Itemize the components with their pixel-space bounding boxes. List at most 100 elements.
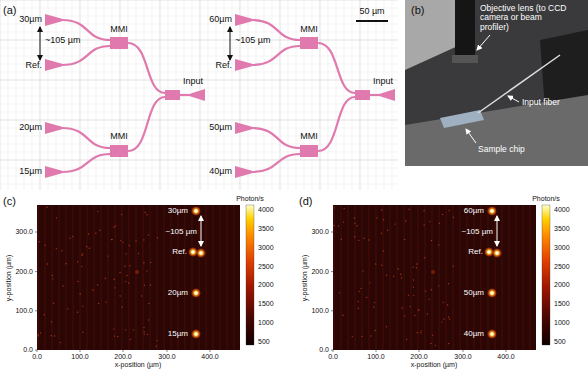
photo-ground [405, 0, 588, 166]
stripe [375, 205, 377, 350]
noise-dot [424, 257, 425, 258]
noise-dot [453, 265, 454, 266]
stripe [459, 205, 461, 350]
grid-line [232, 0, 233, 190]
stripe [382, 205, 384, 350]
grid-line [216, 0, 217, 190]
noise-dot [333, 225, 334, 226]
stripe [135, 205, 137, 350]
noise-dot [431, 240, 432, 241]
noise-dot [368, 239, 369, 240]
grid-line [160, 0, 161, 190]
noise-dot [356, 225, 357, 226]
stripe [93, 205, 95, 350]
taper [45, 59, 62, 71]
noise-dot [428, 299, 429, 300]
noise-dot [359, 291, 360, 292]
axis-tick-label: 100.0 [71, 353, 89, 361]
noise-dot [144, 333, 145, 334]
stripe [58, 205, 60, 350]
noise-dot [61, 250, 62, 251]
port-label: Ref. [25, 61, 42, 71]
stripe [515, 205, 517, 350]
stripe [163, 205, 165, 350]
noise-dot [108, 255, 109, 256]
grid-line [48, 0, 49, 190]
grid-line [0, 8, 398, 9]
noise-dot [401, 307, 402, 308]
grid-line [344, 0, 345, 190]
grid-line [0, 48, 398, 49]
port-label: Input [373, 77, 393, 87]
noise-dot [115, 287, 116, 288]
component-label: MMI [110, 132, 128, 142]
noise-dot [148, 319, 149, 320]
noise-dot [381, 233, 382, 234]
noise-dot [105, 301, 106, 302]
spot-glow [487, 206, 497, 216]
colorbar-tick: 3500 [258, 225, 274, 233]
spot-core [194, 291, 197, 294]
noise-dot [52, 275, 53, 276]
mmi-coupler [300, 145, 318, 157]
noise-dot [448, 283, 449, 284]
noise-dot [376, 217, 377, 218]
stripe [100, 205, 102, 350]
waveguide [318, 97, 355, 151]
noise-dot [119, 295, 120, 296]
axis-tick-label: 200.0 [114, 353, 132, 361]
noise-dot [97, 284, 98, 285]
grid-line [352, 0, 353, 190]
noise-dot [121, 306, 122, 307]
waveguide [252, 154, 300, 172]
noise-dot [114, 335, 115, 336]
noise-dot [360, 288, 361, 289]
port-label: 15µm [19, 167, 42, 177]
noise-dot [427, 313, 428, 314]
noise-dot [126, 275, 127, 276]
scale-bar [356, 20, 388, 22]
noise-dot [374, 302, 375, 303]
panel-ground [0, 0, 398, 190]
spot-glow [487, 288, 497, 298]
noise-dot [111, 239, 112, 240]
axis-title: x-position (µm) [411, 361, 457, 369]
layout-panel [0, 0, 398, 190]
noise-dot [119, 272, 120, 273]
waveguide [370, 94, 380, 96]
grid-line [152, 0, 153, 190]
grid-line [0, 112, 398, 113]
grid-line [144, 0, 145, 190]
taper [45, 14, 62, 26]
grid-line [0, 168, 398, 169]
axis-tick-label: 0.0 [328, 353, 338, 361]
noise-dot [77, 312, 78, 313]
intensity-map [331, 205, 550, 352]
taper [45, 166, 62, 178]
noise-dot [423, 210, 424, 211]
noise-dot [408, 209, 409, 210]
noise-dot [421, 330, 422, 331]
noise-dot [453, 217, 454, 218]
axis-tick [210, 350, 211, 352]
noise-dot [141, 295, 142, 296]
noise-dot [374, 330, 375, 331]
axis-tick [37, 350, 38, 352]
noise-dot [366, 297, 367, 298]
port-label: 60µm [209, 15, 232, 25]
photo-label: Input fiber [522, 98, 560, 107]
noise-dot [343, 208, 344, 209]
axis-tick-label: 400.0 [201, 353, 219, 361]
noise-dot [54, 335, 55, 336]
panel-letter: (d) [299, 195, 312, 207]
port-label: 50µm [209, 123, 232, 133]
noise-dot [334, 207, 335, 208]
grid-line [224, 0, 225, 190]
noise-dot [138, 253, 139, 254]
spot-label: 30µm [168, 207, 188, 216]
noise-dot [121, 214, 122, 215]
grid-line [0, 88, 398, 89]
axis-tick [123, 350, 124, 352]
axis-tick-label: 200.0 [311, 268, 329, 276]
noise-dot [431, 289, 432, 290]
